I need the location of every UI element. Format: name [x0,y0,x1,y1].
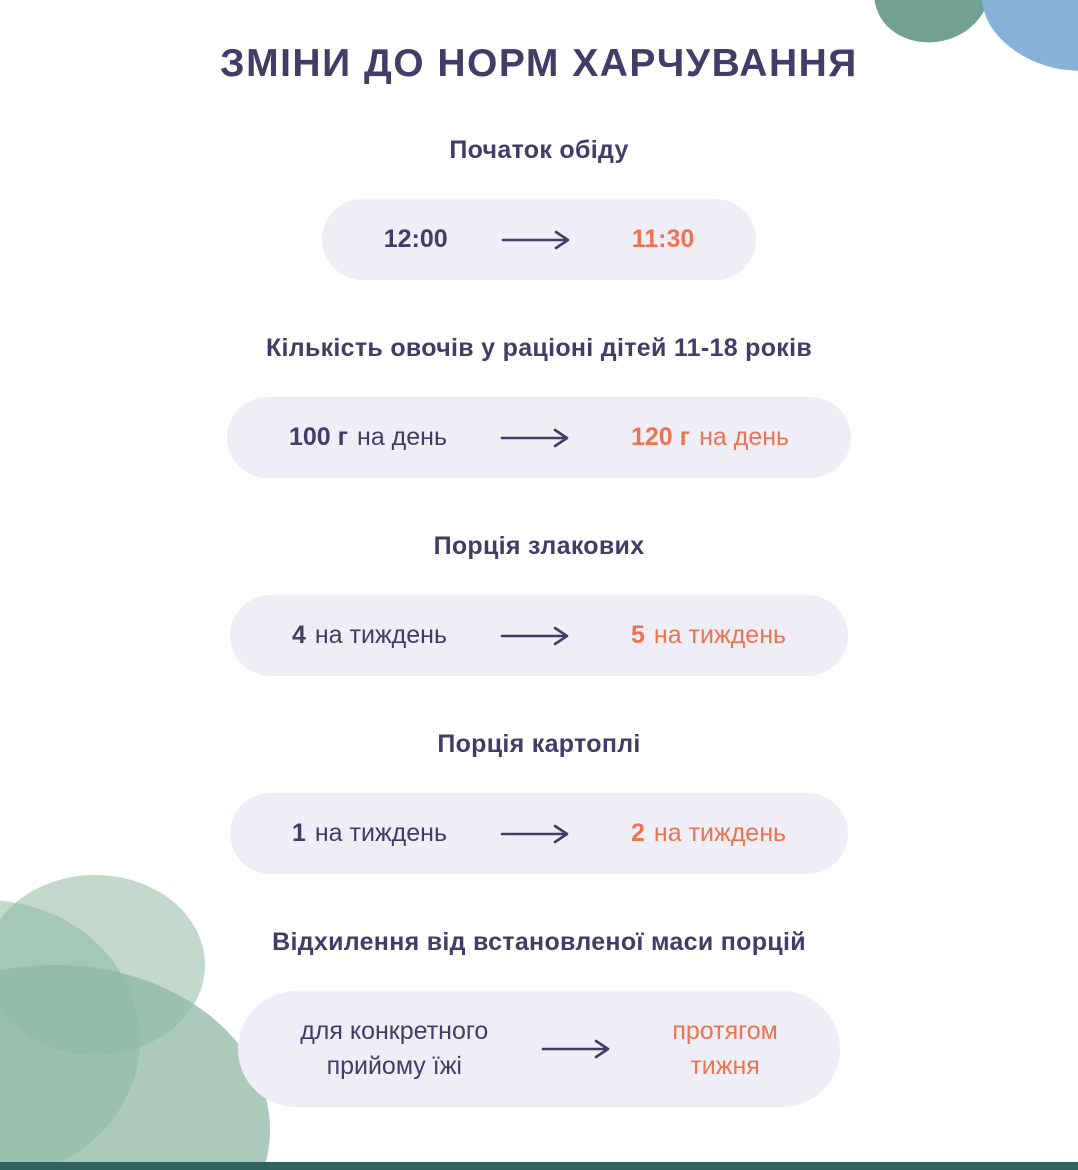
before-value-text: на день [357,423,447,451]
before-value: 1 на тиждень [292,816,447,851]
change-pill: 100 г на день 120 г на день [226,397,852,478]
change-pill: 1 на тиждень 2 на тиждень [229,793,849,874]
section-heading: Початок обіду [449,136,629,164]
change-section: Порція злакових 4 на тиждень 5 на тижден… [227,532,851,676]
before-value-text: для конкретного прийому їжі [300,1017,489,1080]
after-value: 120 г на день [631,420,789,455]
after-value-text: на день [699,423,790,451]
after-value-text: протягом тижня [672,1017,778,1080]
right-arrow-icon [500,428,569,447]
before-value-text: на тиждень [314,819,447,847]
right-arrow-icon [501,230,569,249]
before-value-bold: 1 [291,819,306,847]
before-value: 12:00 [384,222,448,257]
after-value: 2 на тиждень [631,816,786,851]
before-value: для конкретного прийому їжі [300,1014,488,1084]
before-value-text: на тиждень [314,621,447,649]
change-section: Порція картоплі 1 на тиждень 2 на тижден… [227,730,851,874]
after-value-bold: 11:30 [631,225,695,253]
section-heading: Відхилення від встановленої маси порцій [272,928,806,956]
sections-list: Початок обіду 12:00 11:30 Кількість овоч… [226,136,852,1161]
section-heading: Порція злакових [433,532,645,560]
bottom-bar [0,1162,1078,1170]
change-pill: для конкретного прийому їжі протягом тиж… [238,991,840,1107]
before-value-bold: 4 [291,621,306,649]
after-value-bold: 2 [631,819,645,847]
change-section: Відхилення від встановленої маси порцій … [227,928,851,1107]
section-heading: Кількість овочів у раціоні дітей 11-18 р… [265,334,813,362]
change-section: Кількість овочів у раціоні дітей 11-18 р… [226,334,852,478]
after-value-bold: 120 г [631,423,691,451]
after-value: протягом тижня [672,1014,777,1084]
right-arrow-icon [500,824,569,843]
right-arrow-icon [500,626,569,645]
right-arrow-icon [542,1039,610,1059]
section-heading: Порція картоплі [437,730,641,758]
after-value-text: на тиждень [653,819,787,847]
before-value-bold: 12:00 [383,225,448,253]
after-value: 11:30 [632,222,695,257]
change-section: Початок обіду 12:00 11:30 [227,136,851,280]
change-pill: 4 на тиждень 5 на тиждень [229,595,849,676]
before-value-bold: 100 г [288,423,349,451]
after-value-bold: 5 [631,621,645,649]
after-value-text: на тиждень [653,621,787,649]
before-value: 4 на тиждень [292,618,447,653]
change-pill: 12:00 11:30 [321,199,757,280]
before-value: 100 г на день [289,420,447,455]
after-value: 5 на тиждень [631,618,786,653]
page-title: ЗМІНИ ДО НОРМ ХАРЧУВАННЯ [220,42,858,85]
